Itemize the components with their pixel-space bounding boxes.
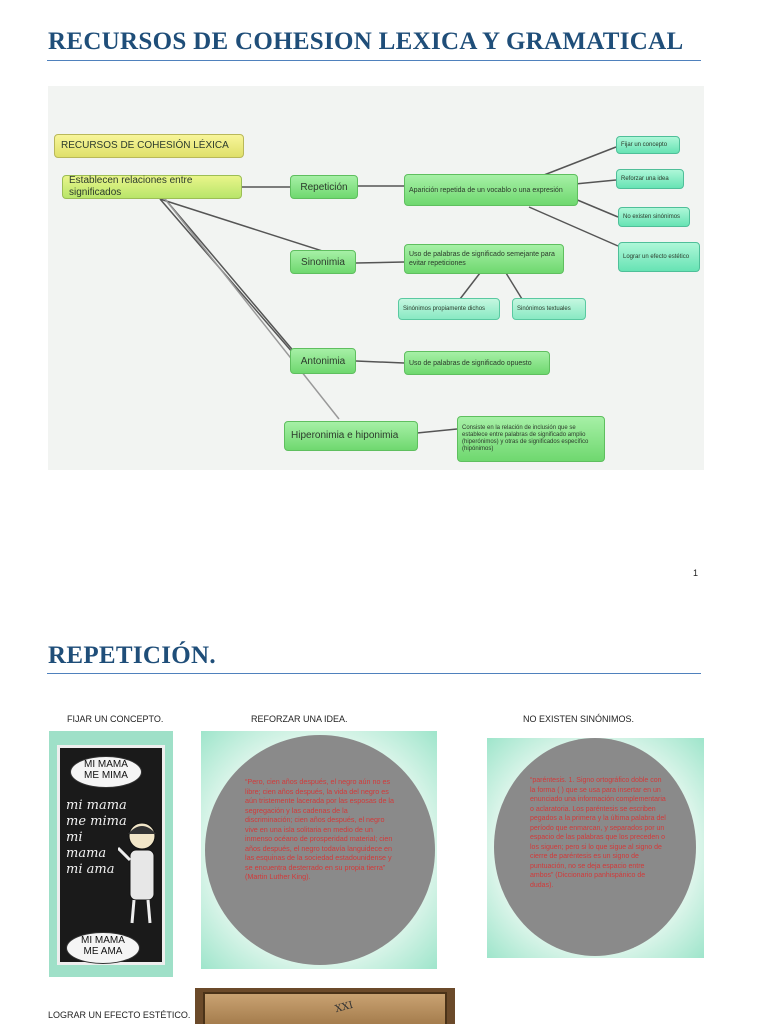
title-rule: [47, 60, 701, 61]
chalkboard-image: MI MAMA ME MIMA mi mama me mima mi mama …: [49, 731, 173, 977]
map-node-reforzar: Reforzar una idea: [616, 169, 684, 189]
connector: [505, 272, 523, 300]
speech-bubble-top: MI MAMA ME MIMA: [70, 756, 142, 788]
map-node-sinonimos-textuales: Sinónimos textuales: [512, 298, 586, 320]
section-rule: [47, 673, 701, 674]
connector: [159, 198, 339, 257]
caption-reforzar: REFORZAR UNA IDEA.: [251, 714, 348, 724]
map-node-hiperonimia: Hiperonimia e hiponimia: [284, 421, 418, 451]
chalkboard: MI MAMA ME MIMA mi mama me mima mi mama …: [57, 745, 165, 965]
connector: [355, 360, 405, 364]
connector: [355, 261, 405, 264]
quote-image-sinonimos: “paréntesis. 1. Signo ortográfico doble …: [487, 738, 704, 958]
map-connectors: [159, 146, 619, 434]
page-title: RECURSOS DE COHESION LEXICA Y GRAMATICAL: [48, 28, 684, 55]
connector: [164, 198, 340, 420]
quote-sinonimos: “paréntesis. 1. Signo ortográfico doble …: [494, 738, 696, 956]
map-node-fijar: Fijar un concepto: [616, 136, 680, 154]
page-number: 1: [693, 568, 699, 578]
section-title: REPETICIÓN.: [48, 642, 216, 669]
frame-text: XXI: [333, 999, 355, 1016]
map-node-hiperonimia-def: Consiste en la relación de inclusión que…: [457, 416, 605, 462]
map-node-antonimia: Antonimia: [290, 348, 356, 374]
quote-image-reforzar: “Pero, cien años después, el negro aún n…: [201, 731, 437, 969]
map-node-sinonimos-propios: Sinónimos propiamente dichos: [398, 298, 500, 320]
caption-fijar: FIJAR UN CONCEPTO.: [67, 714, 164, 724]
connector: [459, 272, 481, 300]
caption-sinonimos: NO EXISTEN SINÓNIMOS.: [523, 714, 635, 724]
chalk-text: mi mama me mima mi mama mi ama: [66, 798, 127, 877]
map-node-repeticion: Repetición: [290, 175, 358, 199]
connector: [574, 179, 617, 185]
frame-image: XXI: [195, 988, 455, 1024]
picture-frame: XXI: [203, 992, 447, 1024]
map-node-sinonimia-def: Uso de palabras de significado semejante…: [404, 244, 564, 274]
map-node-repeticion-def: Aparición repetida de un vocablo o una e…: [404, 174, 578, 206]
map-node-sinonimia: Sinonimia: [290, 250, 356, 274]
connector: [164, 198, 297, 355]
speech-bubble-bottom: MI MAMA ME AMA: [66, 932, 140, 964]
map-node-antonimia-def: Uso de palabras de significado opuesto: [404, 351, 550, 375]
map-node-relations: Establecen relaciones entre significados: [62, 175, 242, 199]
connector: [543, 146, 617, 176]
concept-map: RECURSOS DE COHESIÓN LÉXICA Establecen r…: [48, 86, 704, 470]
quote-reforzar: “Pero, cien años después, el negro aún n…: [205, 735, 435, 965]
connector: [574, 198, 619, 218]
connector: [528, 206, 619, 247]
caption-estetico: LOGRAR UN EFECTO ESTÉTICO.: [48, 1010, 191, 1020]
map-node-estetico: Lograr un efecto estético: [618, 242, 700, 272]
teacher-illustration-icon: [118, 822, 156, 924]
map-node-sinonimos: No existen sinónimos: [618, 207, 690, 227]
connector: [416, 428, 458, 434]
map-node-root: RECURSOS DE COHESIÓN LÉXICA: [54, 134, 244, 158]
